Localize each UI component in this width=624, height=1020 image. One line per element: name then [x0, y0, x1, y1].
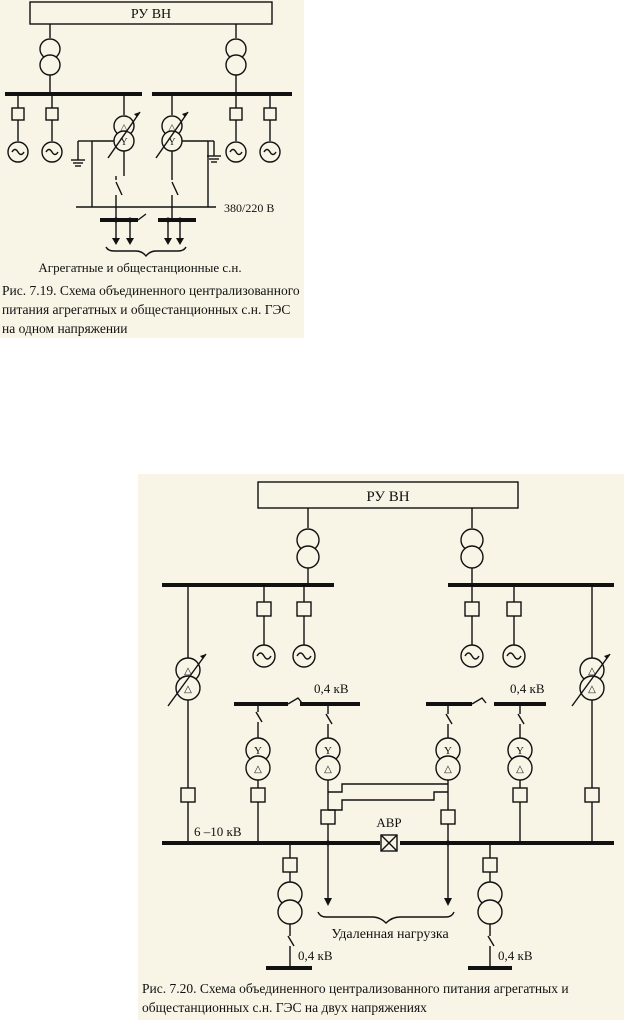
- generator-icon: [464, 652, 480, 660]
- regulating-transformer-right: △ △: [571, 585, 611, 843]
- switch-left: [115, 176, 123, 220]
- lv-label-bottom-right: 0,4 кВ: [498, 948, 533, 963]
- figure-caption-7-19: Рис. 7.19. Схема объединенного централиз…: [2, 283, 300, 336]
- svg-text:△: △: [588, 666, 596, 677]
- diagram-7-19: РУ ВН: [5, 1, 292, 275]
- svg-text:△: △: [184, 666, 192, 677]
- lv-label-left: 0,4 кВ: [314, 681, 349, 696]
- figure-caption-7-20: Рис. 7.20. Схема объединенного централиз…: [142, 981, 569, 1015]
- svg-text:Y: Y: [516, 745, 524, 757]
- cross-link-lower: [328, 791, 448, 811]
- remote-load-label: Удаленная нагрузка: [331, 927, 449, 942]
- figure-7-20: РУ ВН: [138, 474, 624, 1020]
- ru-vn-box: [29, 1, 273, 25]
- ru-vn-label: РУ ВН: [366, 489, 409, 505]
- aux-transformer-left: △ Y: [92, 94, 141, 176]
- cross-link-upper: [328, 783, 448, 793]
- generator-icon: [296, 652, 312, 660]
- remote-load-arrows: [324, 843, 452, 906]
- generator-icon: [256, 652, 272, 660]
- generator-icon: [229, 148, 243, 156]
- load-arrows: [112, 220, 184, 245]
- generator-icon: [506, 652, 522, 660]
- aux-group-label: Агрегатные и общестанционные с.н.: [38, 260, 241, 275]
- svg-text:△: △: [324, 764, 332, 775]
- lv-section-right: Y △: [494, 702, 546, 843]
- svg-text:△: △: [169, 122, 176, 132]
- svg-text:Y: Y: [254, 745, 262, 757]
- main-transformer-left: [39, 24, 61, 94]
- lv-section-center-right: Y △: [426, 697, 487, 843]
- switch-right: [171, 176, 179, 220]
- main-transformer-right: [460, 508, 484, 585]
- diagram-7-20: РУ ВН: [162, 481, 614, 970]
- lv-label-bottom-left: 0,4 кВ: [298, 948, 333, 963]
- voltage-380-220-label: 380/220 В: [224, 201, 274, 215]
- ground-right: [207, 140, 221, 163]
- lower-transformer-left: [266, 843, 312, 970]
- generator-branch: [502, 585, 526, 668]
- ru-vn-label: РУ ВН: [131, 7, 171, 22]
- generator-icon: [45, 148, 59, 156]
- bus-voltage-label: 6 –10 кВ: [194, 824, 242, 839]
- avr-label: АВР: [376, 815, 401, 830]
- ru-vn-box: [257, 481, 519, 509]
- main-transformer-right: [225, 24, 247, 94]
- svg-text:Y: Y: [168, 137, 175, 148]
- svg-text:△: △: [516, 764, 524, 775]
- svg-text:△: △: [254, 764, 262, 775]
- svg-text:△: △: [444, 764, 452, 775]
- lv-label-right: 0,4 кВ: [510, 681, 545, 696]
- main-transformer-left: [296, 508, 320, 585]
- ground-left: [71, 140, 92, 167]
- generator-icon: [11, 148, 25, 156]
- generator-branch: [7, 94, 29, 163]
- lv-section-center-left: Y △: [300, 702, 360, 843]
- svg-text:Y: Y: [444, 745, 452, 757]
- lower-transformer-right: [468, 843, 512, 970]
- aux-transformer-right: △ Y: [155, 94, 208, 176]
- generator-branch: [41, 94, 63, 163]
- brace: [317, 911, 455, 924]
- figure-7-19: РУ ВН: [0, 0, 304, 338]
- svg-text:△: △: [184, 684, 192, 695]
- generator-icon: [263, 148, 277, 156]
- generator-branch: [460, 585, 484, 668]
- svg-text:△: △: [121, 122, 128, 132]
- generator-branch: [225, 94, 247, 163]
- generator-branch: [252, 585, 276, 668]
- regulating-transformer-left: △ △: [167, 585, 207, 843]
- lv-section-left: Y △: [234, 697, 306, 843]
- generator-branch: [292, 585, 316, 668]
- svg-text:Y: Y: [120, 137, 127, 148]
- svg-text:Y: Y: [324, 745, 332, 757]
- svg-text:△: △: [588, 684, 596, 695]
- brace: [105, 246, 187, 258]
- bus-tie-switch: [137, 213, 147, 221]
- generator-branch: [259, 94, 281, 163]
